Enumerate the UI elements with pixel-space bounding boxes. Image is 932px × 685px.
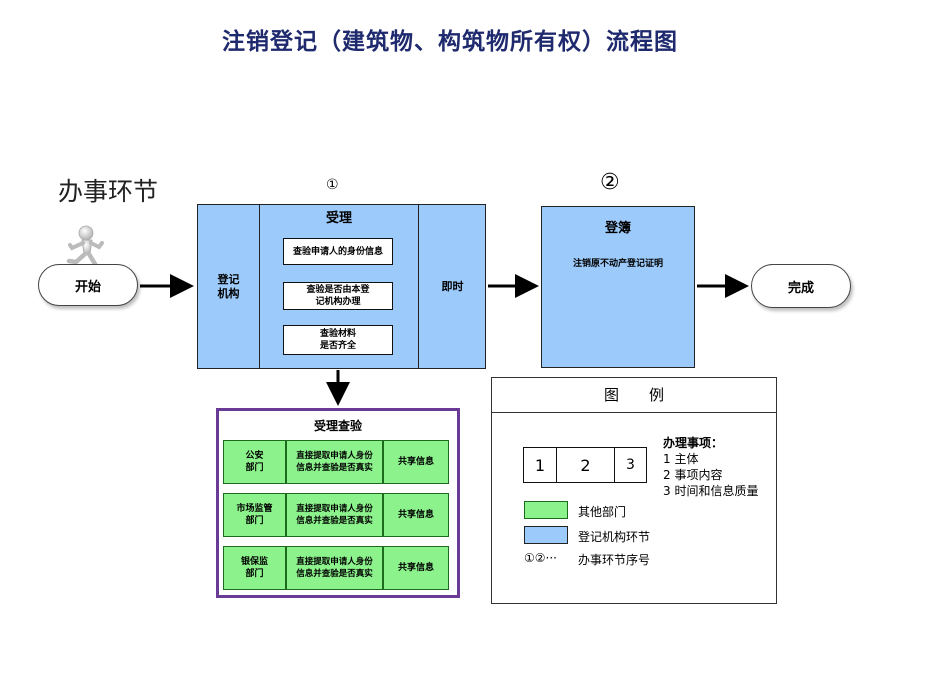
finish-label: 完成 [787, 280, 814, 296]
finish-node: 完成 [751, 264, 851, 308]
verification-title: 受理查验 [313, 418, 362, 433]
start-label: 开始 [74, 279, 101, 295]
legend-title: 图 例 [491, 377, 777, 413]
legend-swatch-blue [524, 526, 568, 544]
page-title: 注销登记（建筑物、构筑物所有权）流程图 [222, 28, 678, 55]
legend-swatch-green [524, 501, 568, 519]
step1-item-1: 查验申请人的身份信息 [283, 238, 393, 265]
step1-content-title: 受理 [325, 210, 352, 226]
start-node: 开始 [38, 264, 138, 306]
legend-seq-symbol: ①②··· [524, 551, 557, 565]
legend-reg-step: 登记机构环节 [578, 530, 651, 544]
section-label: 办事环节 [58, 177, 159, 206]
legend-item-2: 2 事项内容 [663, 468, 723, 482]
verification-row-1-info: 共享信息 [383, 440, 449, 484]
legend-panel [491, 377, 777, 604]
legend-seq-label: 办事环节序号 [578, 553, 651, 567]
step2-box [541, 206, 695, 368]
legend-item-3: 3 时间和信息质量 [663, 484, 759, 498]
verification-row-3-content: 直接提取申请人身份 信息并查验是否真实 [286, 546, 383, 590]
legend-other-dept: 其他部门 [578, 505, 627, 519]
legend-items-title: 办理事项： [663, 436, 724, 450]
step1-item-2: 查验是否由本登 记机构办理 [283, 282, 393, 310]
step1-divider-right [418, 204, 419, 369]
verification-row-3-info: 共享信息 [383, 546, 449, 590]
step1-number: ① [326, 177, 339, 193]
step1-item-3: 查验材料 是否齐全 [283, 325, 393, 355]
legend-cell-1: 1 [523, 447, 557, 483]
legend-cell-2: 2 [556, 447, 615, 483]
step1-divider-left [259, 204, 260, 369]
running-man-icon [66, 225, 104, 272]
verification-row-1-content: 直接提取申请人身份 信息并查验是否真实 [286, 440, 383, 484]
step2-number: ② [600, 170, 620, 195]
step1-subject: 登记 机构 [217, 272, 240, 300]
verification-row-1-dept: 公安 部门 [223, 440, 286, 484]
step1-time: 即时 [441, 279, 464, 293]
step2-content: 注销原不动产登记证明 [572, 259, 663, 269]
verification-row-2-info: 共享信息 [383, 493, 449, 537]
step2-content-title: 登簿 [604, 220, 631, 236]
verification-row-3-dept: 银保监 部门 [223, 546, 286, 590]
verification-row-2-dept: 市场监管 部门 [223, 493, 286, 537]
verification-row-2-content: 直接提取申请人身份 信息并查验是否真实 [286, 493, 383, 537]
legend-item-1: 1 主体 [663, 452, 699, 466]
legend-cell-3: 3 [614, 447, 647, 483]
